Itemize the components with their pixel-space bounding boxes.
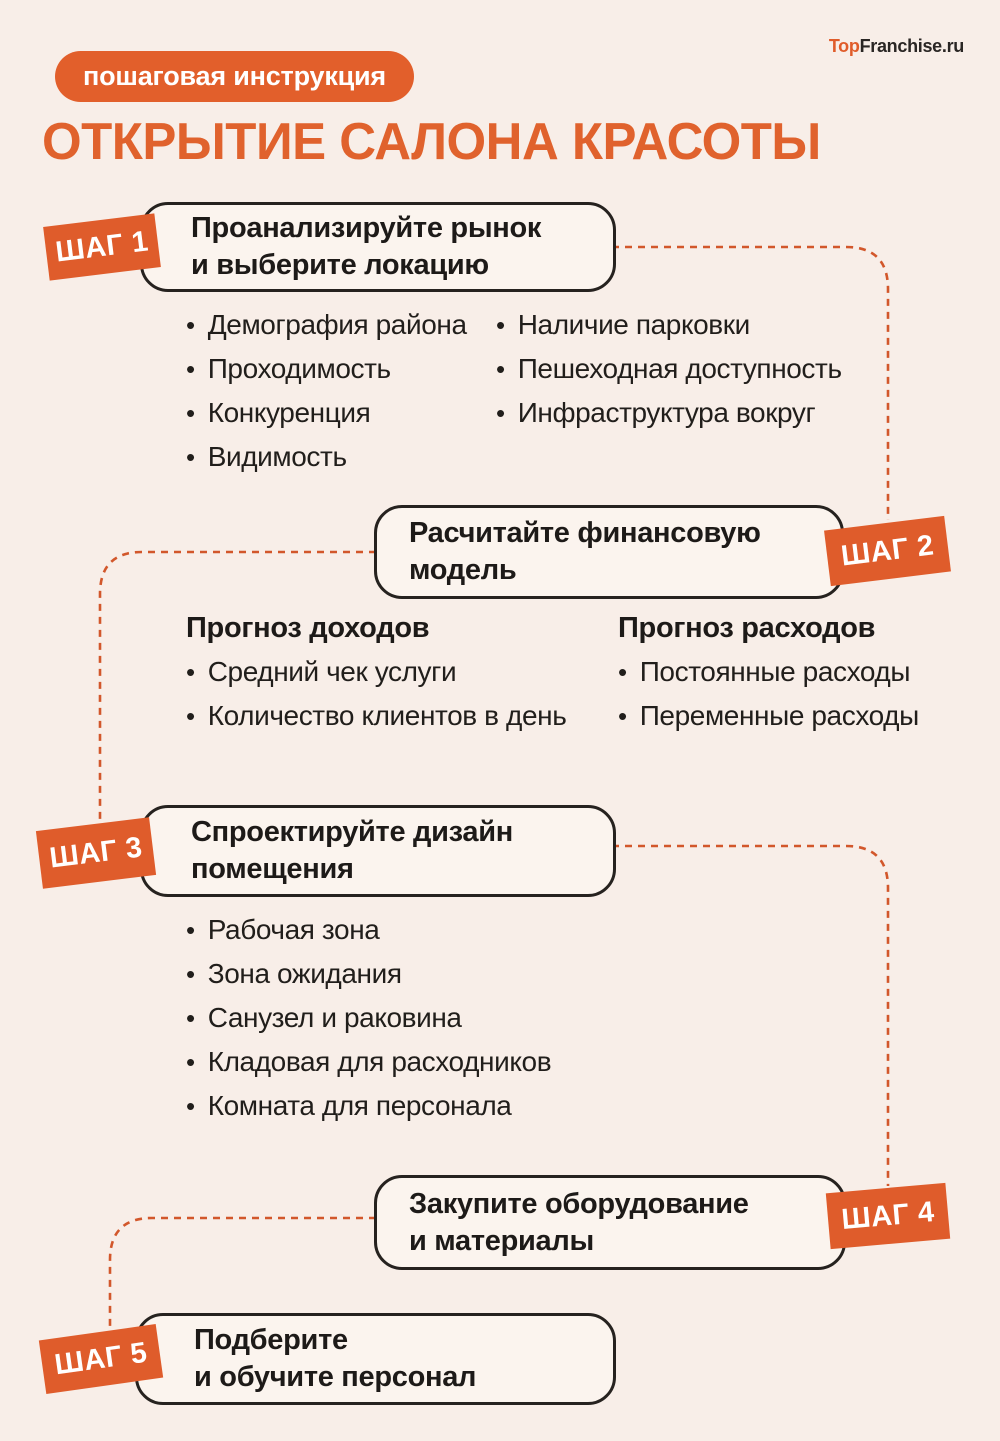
bullet-item: Постоянные расходы [618, 650, 919, 694]
step2-title-line2: модель [409, 554, 517, 586]
step4-title-line1: Закупите оборудование [409, 1187, 749, 1220]
bullet-item: Демография района [186, 303, 467, 347]
step4-title-line2: и материалы [409, 1224, 594, 1257]
step3-title-line1: Спроектируйте дизайн [191, 816, 513, 848]
bullet-item: Рабочая зона [186, 908, 551, 952]
bullet-item: Видимость [186, 435, 467, 479]
step2-expense-column: Прогноз расходов Постоянные расходы Пере… [618, 607, 919, 738]
bullet-item: Наличие парковки [496, 303, 842, 347]
step5-title-line1: Подберите [194, 1324, 348, 1356]
bullet-item: Зона ожидания [186, 952, 551, 996]
step2-card-title: Расчитайте финансовую модель [409, 515, 761, 589]
bullet-item: Переменные расходы [618, 694, 920, 738]
step1-title-line2: и выберите локацию [191, 249, 489, 281]
bullet-item: Количество клиентов в день [186, 694, 567, 738]
subtitle-ribbon: пошаговая инструкция [55, 51, 414, 102]
step4-card-title: Закупите оборудование и материалы [409, 1186, 749, 1260]
logo-text-top: Top [828, 36, 860, 56]
connector-step4-step5 [108, 1216, 376, 1330]
step3-card: Спроектируйте дизайн помещения [140, 805, 616, 897]
step5-card-title: Подберите и обучите персонал [194, 1322, 476, 1396]
income-forecast-heading: Прогноз доходов [186, 612, 430, 644]
step3-title-line2: помещения [191, 853, 354, 885]
bullet-item: Проходимость [186, 347, 467, 391]
step3-list: Рабочая зона Зона ожидания Санузел и рак… [186, 908, 552, 1128]
step4-card: Закупите оборудование и материалы [374, 1175, 846, 1270]
bullet-item: Комната для персонала [186, 1084, 551, 1128]
topfranchise-logo: TopFranchise.ru [829, 36, 964, 57]
step2-income-column: Прогноз доходов Средний чек услуги Колич… [186, 607, 567, 738]
step1-card: Проанализируйте рынок и выберите локацию [140, 202, 616, 292]
step1-list-left: Демография района Проходимость Конкуренц… [186, 303, 467, 479]
step5-title-line2: и обучите персонал [194, 1361, 477, 1393]
step1-list-right: Наличие парковки Пешеходная доступность … [496, 303, 842, 435]
connector-step1-step2 [612, 245, 890, 520]
step1-card-title: Проанализируйте рынок и выберите локацию [191, 210, 541, 284]
step1-title-line1: Проанализируйте рынок [191, 212, 542, 244]
logo-text-franchise: Franchise.ru [859, 36, 965, 56]
connector-step3-step4 [612, 844, 890, 1186]
expense-forecast-heading: Прогноз расходов [618, 612, 876, 644]
step5-card: Подберите и обучите персонал [135, 1313, 616, 1405]
bullet-item: Средний чек услуги [186, 650, 566, 694]
bullet-item: Инфраструктура вокруг [496, 391, 842, 435]
step4-badge: ШАГ 4 [825, 1182, 951, 1250]
bullet-item: Конкуренция [186, 391, 467, 435]
connector-step2-step3 [98, 550, 376, 820]
step2-title-line1: Расчитайте финансовую [409, 517, 761, 549]
step3-card-title: Спроектируйте дизайн помещения [191, 814, 513, 888]
page-title: ОТКРЫТИЕ САЛОНА КРАСОТЫ [42, 113, 821, 171]
step2-card: Расчитайте финансовую модель [374, 505, 844, 599]
bullet-item: Пешеходная доступность [496, 347, 842, 391]
bullet-item: Кладовая для расходников [186, 1040, 552, 1084]
bullet-item: Санузел и раковина [186, 996, 551, 1040]
